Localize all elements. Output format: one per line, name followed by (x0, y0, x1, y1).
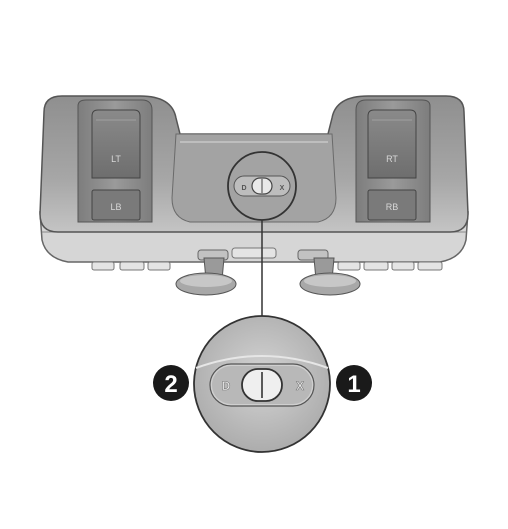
badge-2-label: 2 (164, 371, 177, 398)
lt-label: LT (111, 154, 121, 164)
right-bumper-rb: RB (367, 189, 417, 221)
left-thumbstick (175, 249, 237, 296)
bottom-edge-details (91, 247, 443, 271)
badge-1-label: 1 (347, 371, 360, 398)
callout-magnified-switch: D X (193, 315, 331, 453)
left-trigger-lt: LT (91, 109, 141, 179)
callout-switch-d-label: D (222, 379, 231, 393)
rb-label: RB (386, 202, 399, 212)
right-thumbstick (297, 249, 361, 296)
badge-2: 2 (153, 365, 189, 401)
right-trigger-rt: RT (367, 109, 417, 179)
small-switch-x-label: X (280, 185, 285, 192)
badge-1: 1 (336, 365, 372, 401)
rt-label: RT (386, 154, 398, 164)
small-switch-d-label: D (241, 185, 246, 192)
callout-switch-x-label: X (296, 379, 304, 393)
lb-label: LB (110, 202, 121, 212)
left-bumper-lb: LB (91, 189, 141, 221)
controller-mode-switch: D X (227, 151, 297, 221)
